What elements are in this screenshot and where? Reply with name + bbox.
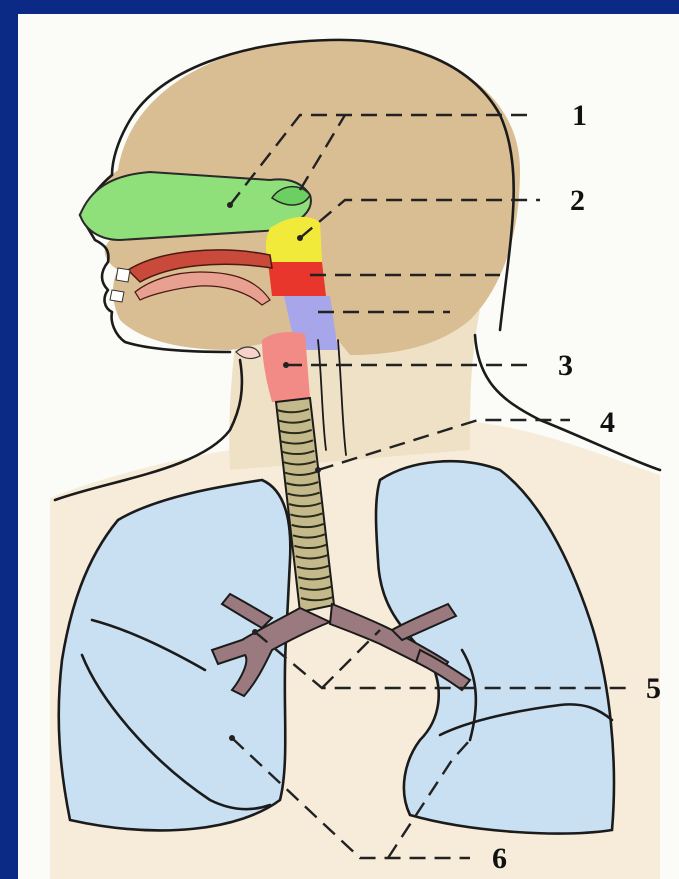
leader-dot-3 <box>283 362 289 368</box>
leader-dot-2 <box>297 235 303 241</box>
label-5: 5 <box>646 672 661 705</box>
label-6: 6 <box>492 842 507 875</box>
leader-dot-6 <box>229 735 235 741</box>
label-3: 3 <box>558 349 573 382</box>
label-4: 4 <box>600 406 615 439</box>
respiratory-system-diagram: 1 2 3 4 5 6 <box>18 14 679 879</box>
leader-dot-1 <box>227 202 233 208</box>
oropharynx <box>268 262 326 296</box>
diagram-frame: 1 2 3 4 5 6 <box>18 14 679 879</box>
label-2: 2 <box>570 184 585 217</box>
leader-dot-5 <box>252 629 258 635</box>
label-1: 1 <box>572 99 587 132</box>
leader-dot-4 <box>315 467 321 473</box>
